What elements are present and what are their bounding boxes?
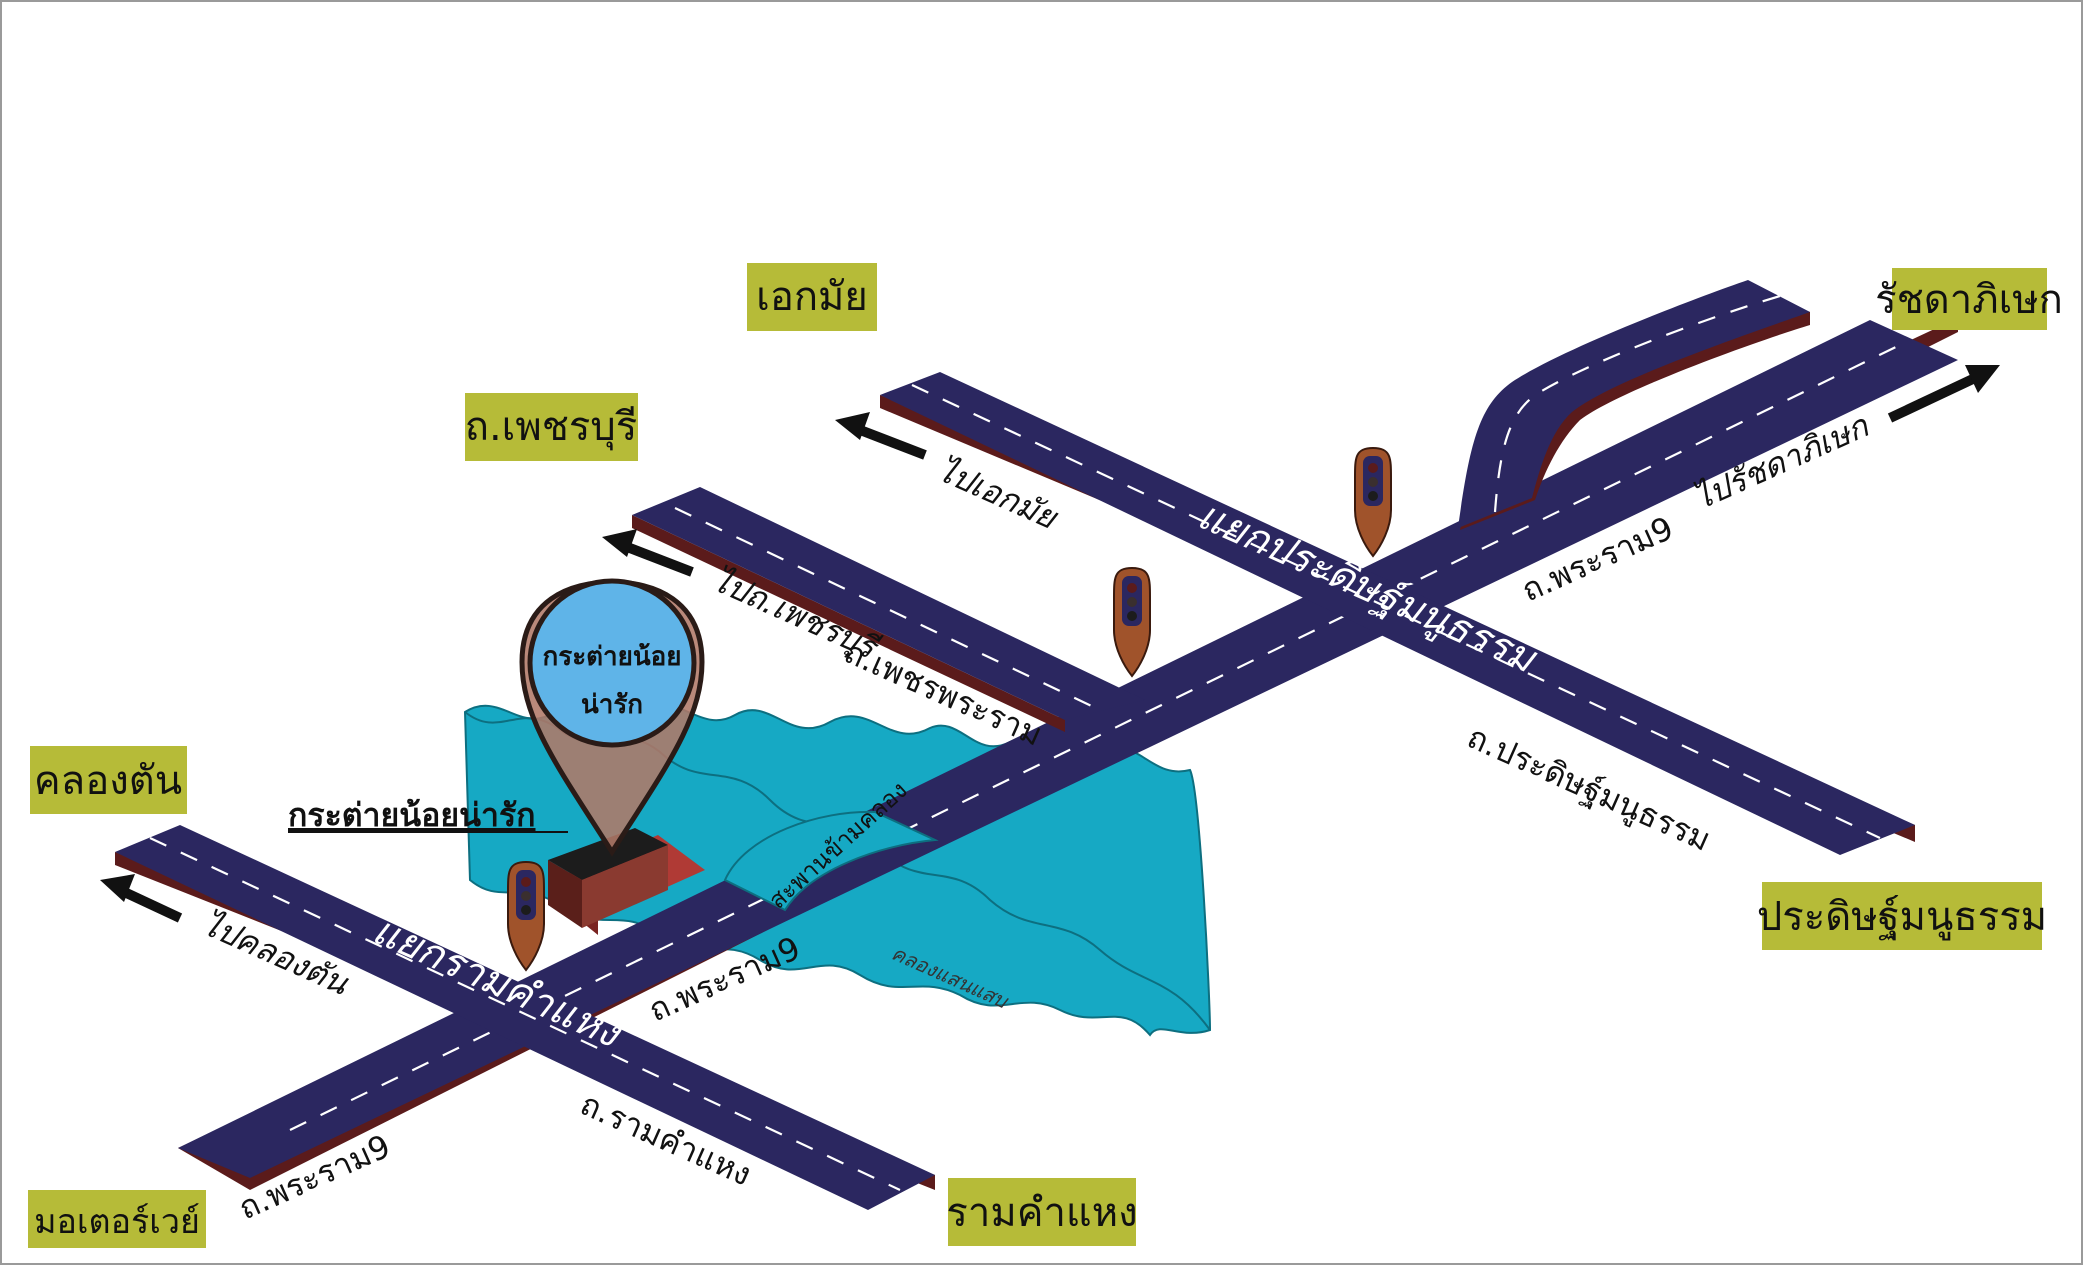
place-tag-text: คลองตัน (34, 758, 182, 804)
place-tag-text: รัชดาภิเษก (1875, 277, 2063, 323)
traffic-light-red (1127, 583, 1137, 593)
pin-label-line2: น่ารัก (581, 690, 643, 720)
place-tag-text: ถ.เพชรบุรี (465, 404, 637, 451)
road-ramp-centerline (1493, 294, 1781, 513)
road-ratchada-ramp (1458, 280, 1810, 530)
shop-name: กระต่ายน้อยน่ารัก (288, 796, 536, 834)
arrow-shaft (853, 423, 927, 460)
traffic-light-amber (1368, 477, 1378, 487)
place-tag-text: มอเตอร์เวย์ (34, 1202, 200, 1242)
arrow-head-icon (602, 529, 637, 557)
place-tag-ekkamai: เอกมัย (747, 263, 877, 331)
road-rama9 (178, 318, 1958, 1190)
arrow-to-khlong-tan (100, 874, 183, 923)
traffic-light-red (521, 877, 531, 887)
road-rama9-centerline (289, 344, 1901, 1131)
road-ramkhamhaeng-centerline (149, 837, 901, 1191)
place-tag-box (465, 393, 638, 461)
traffic-light-pradit (1354, 446, 1392, 558)
traffic-light-amber (521, 891, 531, 901)
place-tag-box (28, 1190, 206, 1248)
place-tag-pradit: ประดิษฐ์มนูธรรม (1757, 882, 2047, 950)
place-tag-text: ประดิษฐ์มนูธรรม (1757, 894, 2047, 941)
place-tag-phetchaburi: ถ.เพชรบุรี (465, 393, 638, 461)
arrow-shaft (1887, 373, 1978, 423)
traffic-light-phetchaburi (1113, 566, 1151, 678)
place-tag-text: รามคำแหง (946, 1190, 1137, 1236)
road-phetchaburi-edge (632, 515, 1065, 732)
arrow-to-phetchaburi (602, 529, 694, 577)
place-tag-khlong-tan: คลองตัน (30, 746, 187, 814)
pin-label-line1: กระต่ายน้อย (542, 642, 681, 672)
arrow-head-icon (1965, 365, 2000, 393)
arrow-head-icon (100, 874, 135, 902)
traffic-light-ramkhamhaeng (507, 860, 545, 972)
traffic-light-red (1368, 463, 1378, 473)
traffic-light-amber (1127, 597, 1137, 607)
arrow-to-ratchada (1887, 365, 2000, 423)
pin-head (527, 578, 697, 748)
road-ramkhamhaeng-surface (115, 825, 935, 1210)
place-tag-box (1892, 268, 2047, 330)
place-tag-ratchada: รัชดาภิเษก (1875, 268, 2063, 330)
arrow-shaft (117, 885, 183, 923)
place-tag-ramkhamhaeng: รามคำแหง (946, 1178, 1138, 1246)
building-wall-side (548, 860, 582, 928)
place-tag-box (1762, 882, 2042, 950)
road-phetchaburi (632, 487, 1145, 732)
shop-building (548, 828, 705, 935)
arrow-head-icon (835, 412, 870, 440)
road-ramp-edge (1460, 290, 1810, 530)
road-ramkhamhaeng (115, 825, 935, 1210)
bridge-deck (723, 810, 939, 912)
place-tag-text: เอกมัย (756, 274, 868, 320)
arrow-to-ekkamai (835, 412, 927, 460)
traffic-light-green (1368, 491, 1378, 501)
building-roof (548, 828, 668, 880)
place-tag-box (30, 746, 187, 814)
traffic-light-green (521, 905, 531, 915)
arrow-shaft (620, 540, 694, 577)
place-tag-box (948, 1178, 1136, 1246)
road-phetchaburi-surface (632, 487, 1145, 720)
place-tag-box (747, 263, 877, 331)
traffic-light-green (1127, 611, 1137, 621)
shop-location-pin[interactable]: กระต่ายน้อย น่ารัก (519, 578, 705, 857)
road-ramp-surface (1458, 280, 1810, 528)
road-phetchaburi-centerline (674, 507, 1101, 711)
road-pradit (880, 372, 1915, 855)
place-tag-motorway: มอเตอร์เวย์ (28, 1190, 206, 1248)
building-wall-front (582, 845, 668, 928)
road-pradit-centerline (911, 384, 1881, 839)
